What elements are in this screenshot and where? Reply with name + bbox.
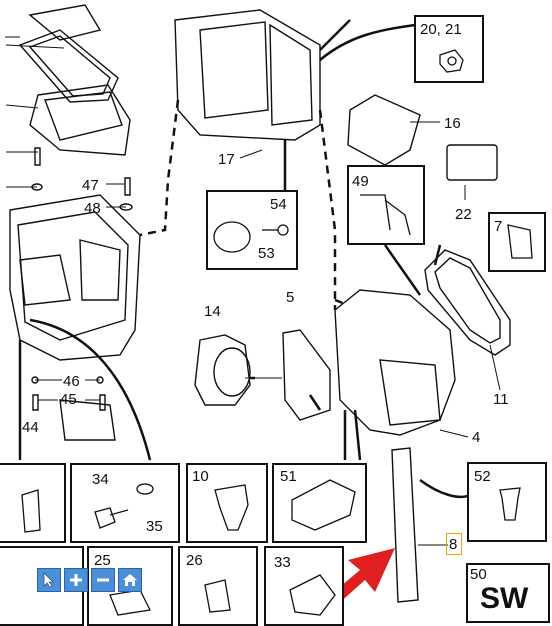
filter-frame-11 xyxy=(424,249,511,356)
evaporator-core xyxy=(174,9,321,141)
callout-5[interactable]: 5 xyxy=(286,289,295,306)
rod-49 xyxy=(360,194,411,236)
air-duct-housing xyxy=(28,4,102,41)
clip-10 xyxy=(214,484,249,531)
selected-callout-box xyxy=(446,533,462,555)
callout-47[interactable]: 47 xyxy=(82,177,99,194)
callout-17[interactable]: 17 xyxy=(218,151,235,168)
callout-49[interactable]: 49 xyxy=(352,173,369,190)
zoom-out-icon[interactable] xyxy=(91,568,115,592)
callout-34[interactable]: 34 xyxy=(92,471,109,488)
pointer-arrow-icon[interactable] xyxy=(37,568,61,592)
callout-44[interactable]: 44 xyxy=(22,419,39,436)
bolt-34 xyxy=(94,507,116,529)
detail-box-52 xyxy=(467,462,547,542)
blower-housing-5 xyxy=(282,329,331,421)
callout-11[interactable]: 11 xyxy=(493,391,509,408)
callout-35[interactable]: 35 xyxy=(146,518,163,535)
home-icon[interactable] xyxy=(118,568,142,592)
sensor-51 xyxy=(291,479,356,531)
callout-16[interactable]: 16 xyxy=(444,115,461,132)
clip-7 xyxy=(507,224,533,259)
air-duct-8 xyxy=(391,447,419,603)
callout-22[interactable]: 22 xyxy=(455,206,472,223)
callout-25[interactable]: 25 xyxy=(94,552,111,569)
diagram-nav-toolbar xyxy=(37,568,142,592)
callout-20-21[interactable]: 20, 21 xyxy=(420,21,462,38)
blower-motor-14 xyxy=(194,334,251,406)
callout-54[interactable]: 54 xyxy=(270,196,287,213)
screw-54 xyxy=(277,224,289,236)
callout-14[interactable]: 14 xyxy=(204,303,221,320)
callout-53[interactable]: 53 xyxy=(258,245,275,262)
callout-7[interactable]: 7 xyxy=(494,218,503,235)
callout-10[interactable]: 10 xyxy=(192,468,209,485)
detail-box-7 xyxy=(488,212,546,272)
callout-45[interactable]: 45 xyxy=(60,391,77,408)
callout-51[interactable]: 51 xyxy=(280,468,297,485)
detail-box-50 xyxy=(466,563,550,623)
detail-box-10 xyxy=(186,463,268,543)
detail-box-51 xyxy=(272,463,367,543)
washer-35 xyxy=(136,483,154,495)
cap-53 xyxy=(213,221,251,253)
part-26 xyxy=(204,579,231,613)
callout-8[interactable]: 8 xyxy=(449,536,458,553)
heater-box xyxy=(9,194,141,361)
detail-box-34-35 xyxy=(70,463,180,543)
sw-label: SW xyxy=(480,582,529,615)
part-33 xyxy=(289,574,336,616)
part-25 xyxy=(109,589,151,616)
callout-33[interactable]: 33 xyxy=(274,554,291,571)
part-left-bottom xyxy=(21,489,41,533)
callout-48[interactable]: 48 xyxy=(84,200,101,217)
zoom-in-icon[interactable] xyxy=(64,568,88,592)
control-module-16 xyxy=(347,94,421,166)
grommet-20-21 xyxy=(439,49,464,73)
callout-50[interactable]: 50 xyxy=(470,566,487,583)
callout-46[interactable]: 46 xyxy=(63,373,80,390)
screw-52 xyxy=(499,487,521,521)
detail-box-53-54 xyxy=(206,190,298,270)
detail-box-left-bottom xyxy=(0,463,66,543)
callout-26[interactable]: 26 xyxy=(186,552,203,569)
callout-52[interactable]: 52 xyxy=(474,468,491,485)
cabin-filter-frame xyxy=(18,29,119,103)
control-unit-22 xyxy=(446,144,498,181)
callout-4[interactable]: 4 xyxy=(472,429,481,446)
